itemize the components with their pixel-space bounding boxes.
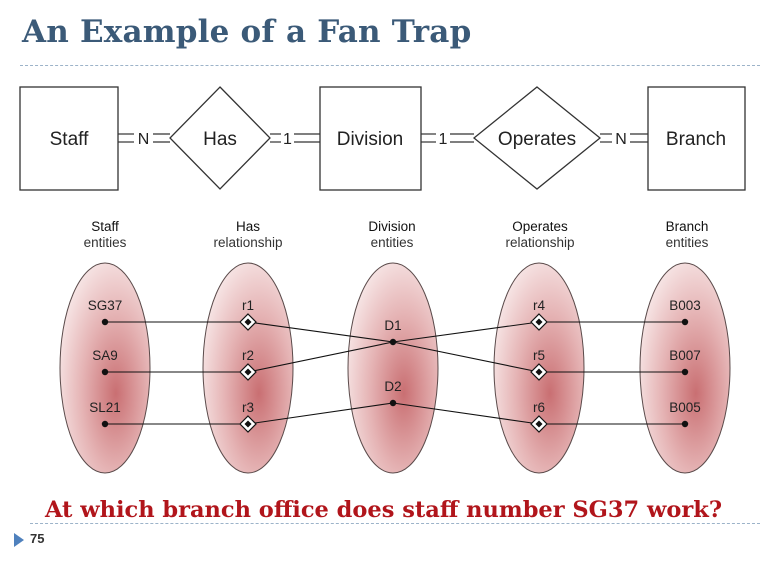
question-text: At which branch office does staff number… — [44, 497, 723, 523]
entity-branch-box — [647, 86, 746, 191]
relationship-operates-label: Operates — [498, 129, 576, 150]
col-head-kind: relationship — [505, 235, 575, 250]
link-r2-D1 — [247, 341, 394, 373]
col-head-staff: Staff entities — [40, 219, 170, 251]
has-occurrence-diamond — [239, 313, 257, 331]
col-head-kind: relationship — [213, 235, 283, 250]
division-occurrence-label: D2 — [384, 379, 401, 394]
link-r3-D2 — [247, 402, 394, 425]
occurrence-column-headers: Staff entities Has relationship Division… — [0, 219, 767, 259]
branch-occurrence-dot — [681, 368, 689, 376]
staff-occurrence-label: SL21 — [89, 400, 121, 415]
col-head-name: Staff — [91, 219, 119, 234]
col-head-branch: Branch entities — [622, 219, 752, 251]
relationship-has-label: Has — [203, 129, 237, 150]
operates-occurrence-diamond — [530, 313, 548, 331]
entity-division-label: Division — [337, 129, 404, 150]
col-head-kind: entities — [83, 235, 127, 250]
staff-occurrence-oval — [59, 262, 151, 474]
operates-occurrence-diamond — [530, 363, 548, 381]
col-head-kind: entities — [665, 235, 709, 250]
footer-divider — [30, 523, 760, 524]
staff-occurrence-dot — [101, 318, 109, 326]
branch-occurrence-dot — [681, 420, 689, 428]
division-occurrence-dot — [389, 338, 397, 346]
entity-division-box — [319, 86, 422, 191]
has-occurrence-label: r3 — [242, 400, 254, 415]
title-divider — [20, 65, 760, 66]
page-number: 75 — [30, 531, 45, 546]
cardinality-division-operates: 1 — [439, 131, 448, 148]
link-D1-r4 — [392, 321, 540, 343]
entity-branch-label: Branch — [666, 129, 726, 150]
er-diagram: Staff Has Division Operates Branch N 1 1… — [19, 86, 746, 191]
entity-staff-label: Staff — [50, 129, 89, 150]
operates-occurrence-label: r5 — [533, 348, 545, 363]
has-occurrence-diamond — [239, 415, 257, 433]
has-occurrence-label: r1 — [242, 298, 254, 313]
col-head-operates: Operates relationship — [475, 219, 605, 251]
has-occurrence-label: r2 — [242, 348, 254, 363]
cardinality-operates-branch: N — [615, 131, 627, 148]
col-head-name: Operates — [512, 219, 568, 234]
link-r1-D1 — [247, 321, 394, 343]
link-D2-r6 — [392, 402, 540, 425]
cardinality-has-division: 1 — [283, 131, 292, 148]
col-head-name: Division — [368, 219, 416, 234]
entity-staff-box — [19, 86, 119, 191]
division-occurrence-dot — [389, 399, 397, 407]
branch-occurrence-label: B007 — [669, 348, 701, 363]
link-D1-r5 — [392, 341, 540, 373]
cardinality-staff-has: N — [138, 131, 150, 148]
division-occurrence-oval — [347, 262, 439, 474]
staff-occurrence-dot — [101, 368, 109, 376]
staff-occurrence-dot — [101, 420, 109, 428]
col-head-name: Branch — [665, 219, 709, 234]
col-head-has: Has relationship — [183, 219, 313, 251]
col-head-kind: entities — [370, 235, 414, 250]
operates-occurrence-label: r4 — [533, 298, 545, 313]
relationship-operates-diamond — [472, 86, 602, 190]
operates-occurrence-diamond — [530, 415, 548, 433]
relationship-has-diamond — [169, 86, 271, 190]
staff-occurrence-label: SG37 — [88, 298, 123, 313]
staff-occurrence-label: SA9 — [92, 348, 118, 363]
play-arrow-icon — [14, 533, 24, 547]
branch-occurrence-label: B003 — [669, 298, 701, 313]
division-occurrence-label: D1 — [384, 318, 401, 333]
slide-title: An Example of a Fan Trap — [22, 14, 472, 50]
branch-occurrence-oval — [639, 262, 731, 474]
col-head-name: Has — [235, 219, 260, 234]
operates-occurrence-label: r6 — [533, 400, 545, 415]
branch-occurrence-label: B005 — [669, 400, 701, 415]
col-head-division: Division entities — [327, 219, 457, 251]
branch-occurrence-dot — [681, 318, 689, 326]
has-occurrence-diamond — [239, 363, 257, 381]
